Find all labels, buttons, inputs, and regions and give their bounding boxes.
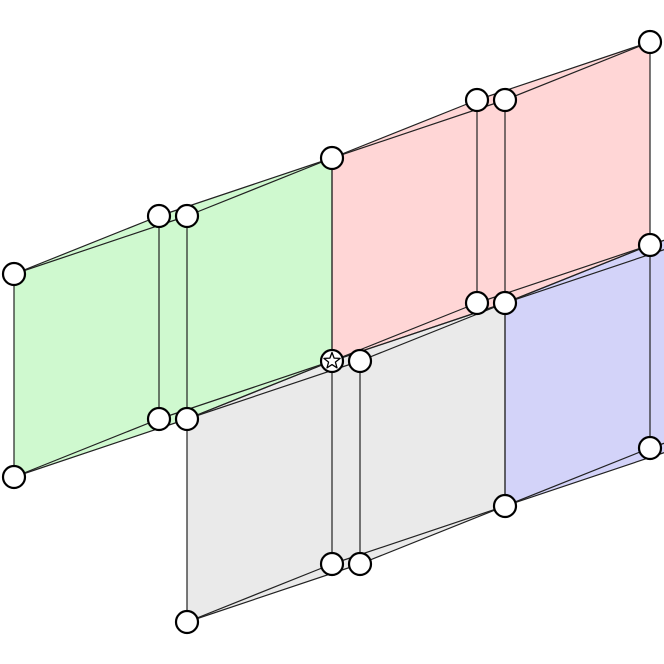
cube-faces [14,42,664,622]
vertex-node [1,464,27,490]
vertex-node [637,232,663,258]
vertex-node [319,551,345,577]
red-cube-face [332,245,650,361]
green-cube-edge [13,418,160,478]
vertex-node [174,406,200,432]
vertex-node [1,261,27,287]
green-cube-face [14,361,332,477]
vertex-node [637,29,663,55]
red-cube-face [332,42,650,158]
cube-vertices [1,29,663,635]
gray-cube-edge [359,505,506,565]
vertex-node [492,290,518,316]
green-cube-face [14,216,187,477]
gray-cube [187,303,505,622]
green-cube-edge [186,360,333,420]
red-cube-face [505,42,650,303]
green-cube-face [14,158,332,274]
blue-cube [505,240,664,506]
blue-cube-edge [504,447,651,507]
vertex-node [146,406,172,432]
red-cube-face [477,42,650,303]
gray-cube-face [187,506,505,622]
gray-cube-face [187,303,505,419]
center-vertex-ring [319,348,345,374]
vertex-node [492,87,518,113]
gray-cube-face [360,303,505,564]
green-cube-face [159,158,332,419]
red-cube-face [332,100,477,361]
vertex-node [174,609,200,635]
red-cube-edge [504,244,651,304]
green-cube-edge [13,215,160,275]
star-in-circle-icon [323,351,341,369]
vertex-node [637,435,663,461]
red-cube-face [332,100,505,361]
vertex-node [492,493,518,519]
blue-cube-face [505,249,664,506]
gray-cube-face [187,361,332,622]
gray-cube-face [332,303,505,564]
red-cube-edge [331,99,478,159]
blue-cube-face [505,245,650,506]
vertex-node [464,290,490,316]
green-cube-face [187,158,332,419]
green-cube [14,158,332,477]
gray-cube-face [187,361,360,622]
blue-cube-face [650,240,664,448]
center-vertex [319,348,345,374]
vertex-node [347,551,373,577]
red-cube-edge [504,41,651,101]
vertex-node [464,87,490,113]
vertex-node [319,145,345,171]
vertex-node [146,203,172,229]
green-cube-face [14,216,159,477]
gray-cube-edge [186,563,333,623]
red-cube [332,42,650,361]
vertex-node [174,203,200,229]
vertex-node [347,348,373,374]
green-cube-edge [186,157,333,217]
